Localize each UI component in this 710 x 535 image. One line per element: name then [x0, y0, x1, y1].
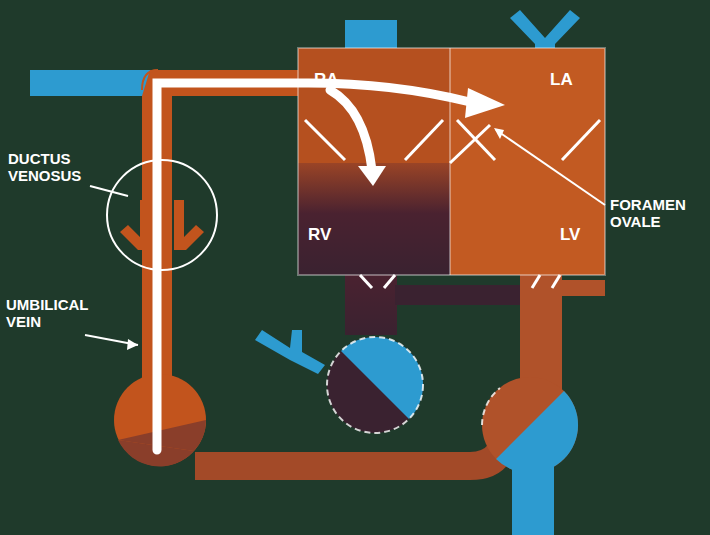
vessel-label: UMBILICAL VEIN [6, 296, 101, 330]
umbilical-vein-pipe [142, 70, 300, 380]
vessel-label: DUCTUS VENOSUS [8, 150, 103, 184]
superior-vena-cava [345, 20, 397, 50]
chamber-label: LV [560, 225, 580, 245]
heart-chamber: RV [298, 163, 450, 275]
heart-chamber: RA [298, 48, 450, 163]
pulmonary-branch [255, 330, 325, 374]
chamber-label: RV [308, 225, 331, 245]
chamber-label: RA [314, 70, 339, 90]
pulmonary-veins [510, 10, 580, 50]
heart-chamber: LV [450, 163, 605, 275]
heart-chamber: LA [450, 48, 605, 163]
inferior-vena-cava [30, 70, 160, 96]
ductus-arteriosus [395, 285, 520, 305]
chamber-label: LA [550, 70, 573, 90]
vessel-label: FORAMEN OVALE [610, 196, 705, 230]
